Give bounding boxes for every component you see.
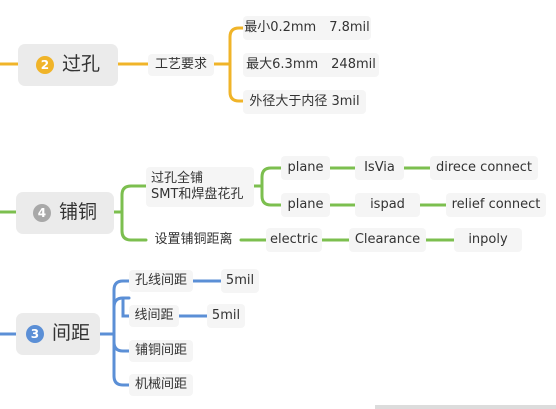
via-outer-inner-diameter[interactable]: 外径大于内径 3mil [243, 90, 366, 114]
topic-via-title: 过孔 [61, 53, 100, 76]
copper-electric[interactable]: electric [266, 228, 322, 252]
copper-inpoly[interactable]: inpoly [454, 228, 522, 252]
copper-row1-direct-connect[interactable]: direce connect [430, 156, 538, 180]
copper-branch-line-1: 过孔全铺 [151, 170, 204, 186]
spacing-line-to-line[interactable]: 线间距 [129, 305, 179, 327]
copper-branch-line-2: SMT和焊盘花孔 [151, 187, 244, 202]
copper-via-smt-pad[interactable]: 过孔全铺 SMT和焊盘花孔 [146, 167, 254, 207]
topic-copper-title: 铺铜 [58, 201, 97, 224]
horizontal-scrollbar[interactable] [375, 405, 556, 409]
topic-via[interactable]: 2 过孔 [18, 44, 118, 86]
copper-pour-clearance-setting[interactable]: 设置铺铜距离 [154, 231, 233, 247]
copper-clearance[interactable]: Clearance [349, 228, 426, 252]
number-badge-icon: 4 [32, 204, 51, 222]
topic-spacing[interactable]: 3 间距 [16, 313, 100, 355]
spacing-copper-pour[interactable]: 铺铜间距 [129, 340, 193, 362]
via-min-size[interactable]: 最小0.2mm 7.8mil [243, 16, 371, 40]
copper-row2-ispad[interactable]: ispad [355, 193, 420, 217]
copper-row1-plane[interactable]: plane [281, 156, 330, 180]
topic-spacing-title: 间距 [51, 322, 90, 345]
spacing-line-to-line-value[interactable]: 5mil [207, 304, 245, 328]
number-badge-icon: 2 [35, 56, 54, 74]
number-badge-icon: 3 [25, 325, 44, 343]
spacing-mechanical[interactable]: 机械间距 [129, 374, 193, 396]
copper-row2-relief-connect[interactable]: relief connect [446, 193, 546, 217]
copper-row1-isvia[interactable]: IsVia [355, 156, 404, 180]
via-max-size[interactable]: 最大6.3mm 248mil [243, 53, 379, 77]
spacing-hole-to-line[interactable]: 孔线间距 [129, 270, 193, 292]
via-process-requirements[interactable]: 工艺要求 [148, 54, 214, 76]
copper-row2-plane[interactable]: plane [281, 193, 330, 217]
topic-copper-pour[interactable]: 4 铺铜 [16, 192, 114, 234]
spacing-hole-to-line-value[interactable]: 5mil [221, 269, 259, 293]
